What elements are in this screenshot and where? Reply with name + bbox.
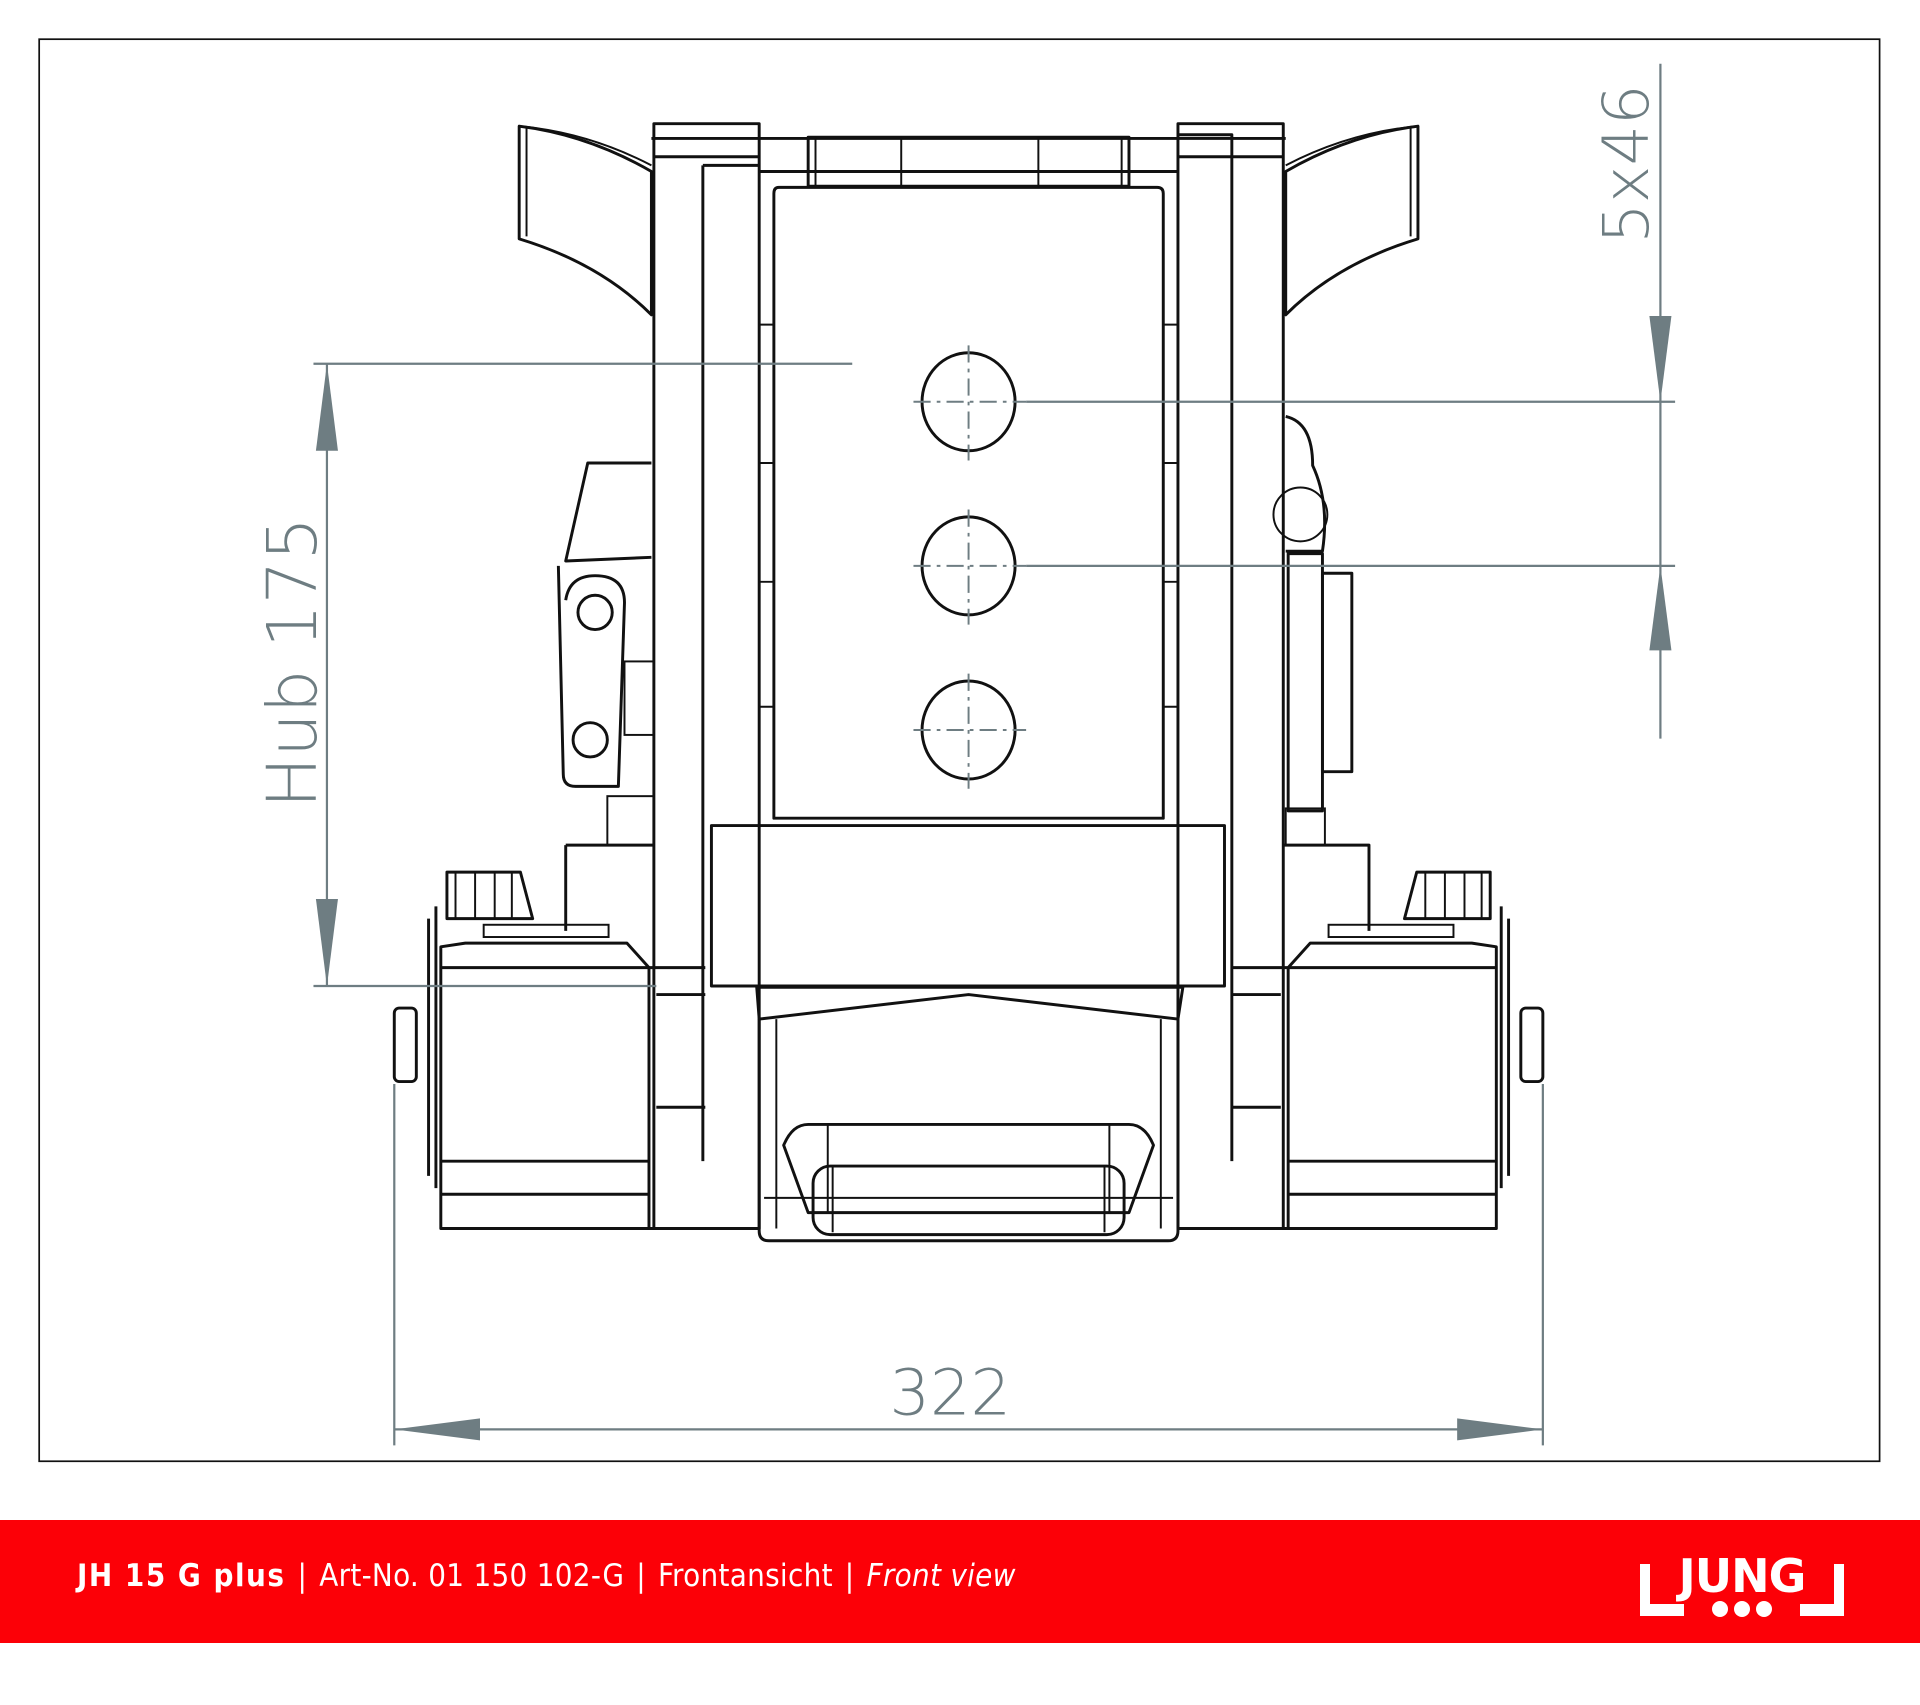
dimension-stroke-label: Hub 175 — [253, 517, 333, 808]
dimension-pitch-label: 5x46 — [1590, 85, 1664, 244]
jack-front-view — [392, 122, 1545, 1243]
dimension-width: 322 — [393, 1083, 1544, 1446]
drawing-frame — [38, 38, 1881, 1463]
footer-caption: JH 15 G plus | Art-No. 01 150 102-G | Fronta… — [77, 1558, 1016, 1594]
dimension-width-label: 322 — [889, 1357, 1011, 1431]
view-label-de: Frontansicht — [657, 1558, 833, 1594]
separator: | — [297, 1558, 308, 1594]
view-label-en: Front view — [866, 1558, 1016, 1594]
separator: | — [636, 1558, 646, 1594]
separator: | — [844, 1558, 855, 1594]
dimension-pitch: 5x46 — [1026, 63, 1676, 739]
logo-text: JUNG — [1676, 1549, 1806, 1603]
model-name: JH 15 G plus — [77, 1558, 286, 1594]
article-number: Art-No. 01 150 102-G — [319, 1558, 625, 1594]
footer-bar: JH 15 G plus | Art-No. 01 150 102-G | Fronta… — [0, 1520, 1920, 1643]
jung-logo-icon: JUNG — [1640, 1549, 1844, 1617]
dimension-stroke: Hub 175 — [253, 362, 853, 988]
